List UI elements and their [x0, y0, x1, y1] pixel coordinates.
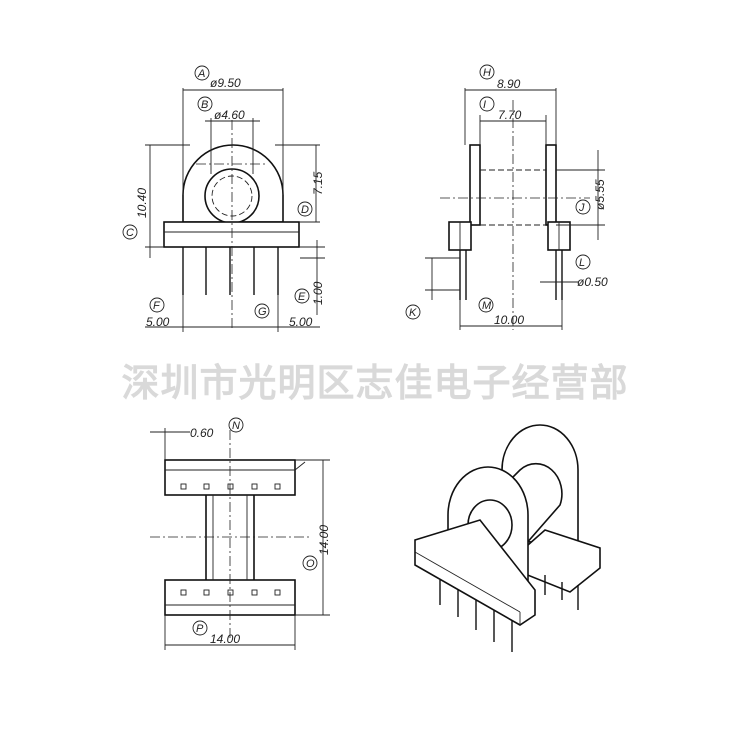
label-F: F — [153, 300, 161, 312]
watermark-text: 深圳市光明区志佳电子经营部 — [121, 361, 629, 405]
front-pins — [182, 247, 279, 295]
dim-J: ø5.55 — [593, 179, 607, 210]
dim-C: 10.40 — [135, 188, 149, 218]
front-view: ø9.50 A ø4.60 B 10.40 C 7.15 D 1.00 E — [122, 65, 325, 332]
label-B: B — [201, 99, 208, 111]
top-view: 0.60 N 14.00 O 14.00 P — [150, 417, 331, 650]
dim-E: 1.00 — [311, 281, 325, 305]
label-G: G — [258, 306, 267, 318]
dim-H: 8.90 — [497, 77, 521, 91]
dim-B: ø4.60 — [214, 108, 245, 122]
label-A: A — [197, 68, 205, 80]
label-K: K — [409, 307, 417, 319]
dim-F: 5.00 — [146, 315, 170, 329]
label-M: M — [482, 300, 492, 312]
dim-L: ø0.50 — [577, 275, 608, 289]
dim-O: 14.00 — [317, 525, 331, 555]
iso-front-base — [414, 519, 536, 626]
label-O: O — [306, 558, 315, 570]
label-N: N — [232, 420, 240, 432]
dim-I: 7.70 — [498, 108, 522, 122]
label-I: I — [483, 99, 486, 111]
label-H: H — [483, 67, 491, 79]
label-E: E — [298, 291, 306, 303]
dim-G: 5.00 — [289, 315, 313, 329]
dim-A: ø9.50 — [210, 76, 241, 90]
dim-M: 10.00 — [494, 313, 524, 327]
dim-N: 0.60 — [190, 426, 214, 440]
side-view: 8.90 H 7.70 I ø5.55 J K ø0.50 L 10.00 — [405, 64, 608, 330]
label-L: L — [579, 257, 585, 269]
dim-D: 7.15 — [311, 171, 325, 195]
side-flange-right — [545, 144, 557, 226]
label-P: P — [196, 623, 204, 635]
front-base — [163, 221, 300, 248]
label-D: D — [301, 204, 309, 216]
top-pins-lower — [180, 589, 281, 596]
isometric-view — [414, 424, 601, 652]
dim-P: 14.00 — [210, 632, 240, 646]
side-flange-left — [469, 144, 481, 226]
label-C: C — [126, 227, 134, 239]
top-pins-upper — [180, 483, 281, 490]
label-J: J — [578, 202, 585, 214]
